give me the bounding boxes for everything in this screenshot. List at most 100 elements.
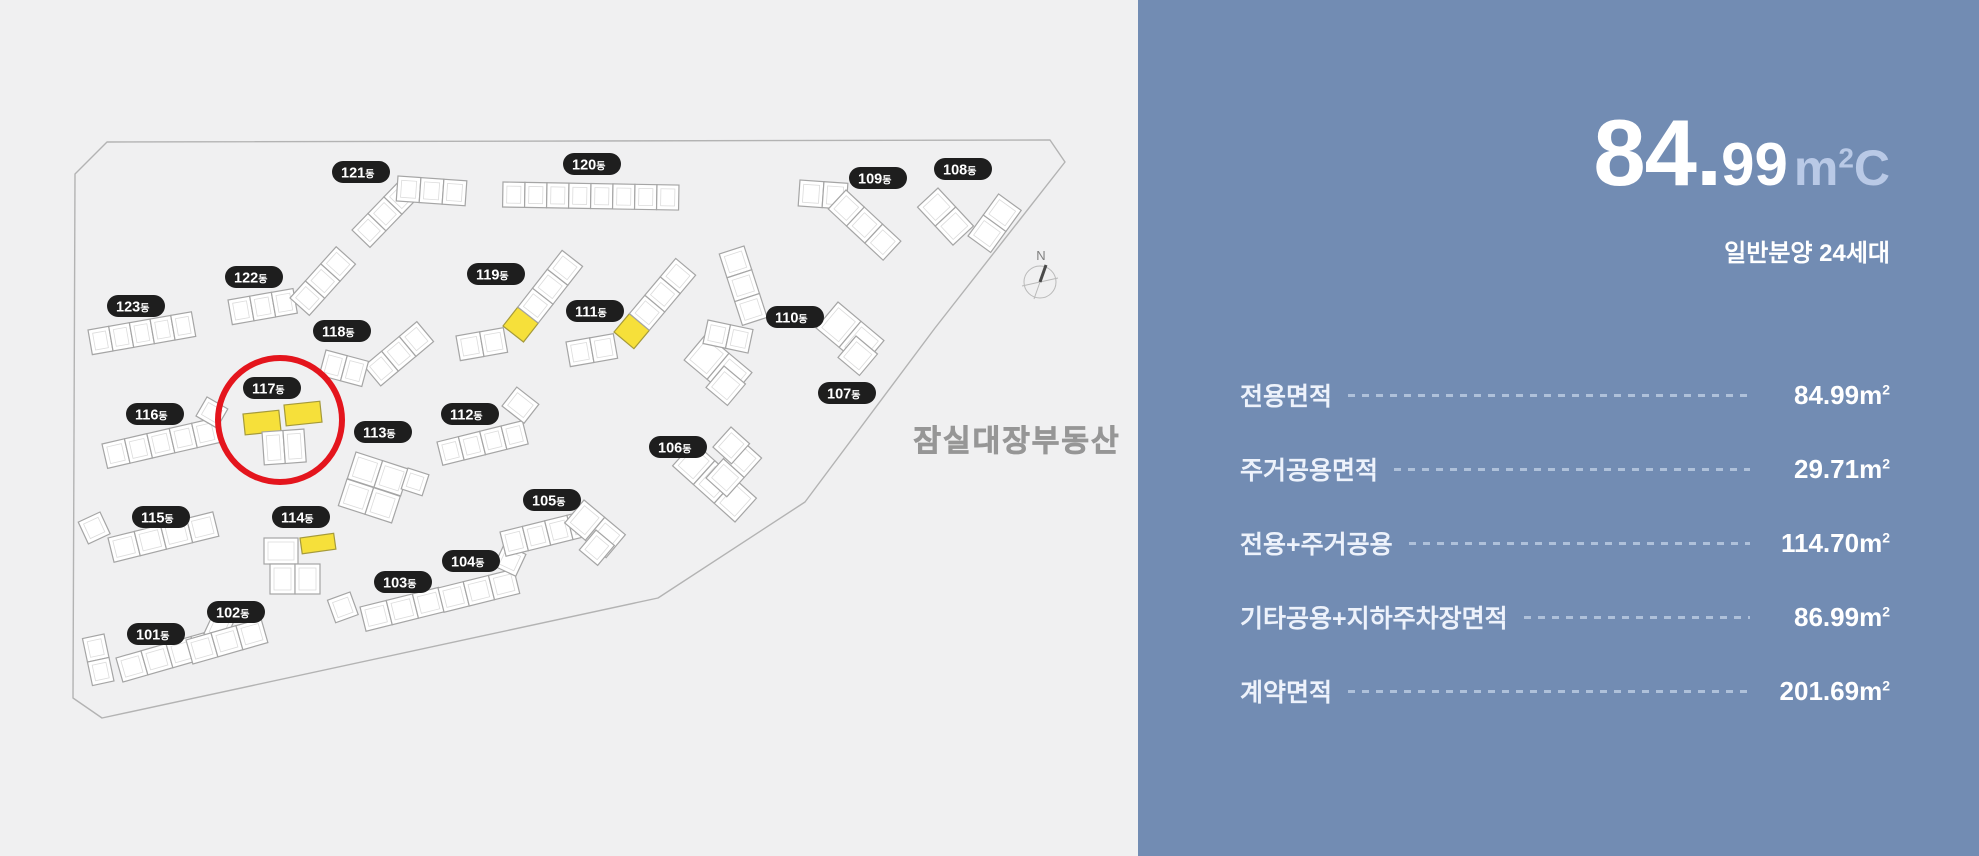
building-119[interactable]: 119동: [455, 249, 584, 362]
building-108[interactable]: 108동: [916, 158, 1023, 254]
building-122[interactable]: 122동: [225, 245, 357, 326]
building-109[interactable]: 109동: [797, 167, 907, 262]
dotted-leader: [1523, 615, 1750, 619]
area-row-label: 전용면적: [1240, 383, 1333, 411]
building-label-116[interactable]: 116동: [126, 403, 184, 425]
building-label-111[interactable]: 111동: [566, 300, 624, 322]
svg-text:107동: 107동: [827, 387, 860, 403]
building-106[interactable]: 106동: [649, 426, 763, 523]
svg-text:121동: 121동: [341, 166, 374, 182]
svg-text:110동: 110동: [775, 311, 808, 327]
svg-text:109동: 109동: [858, 172, 891, 188]
area-row-label: 기타공용+지하주차장면적: [1240, 605, 1508, 633]
building-label-106[interactable]: 106동: [649, 436, 707, 458]
svg-text:101동: 101동: [136, 628, 169, 644]
area-row-3: 기타공용+지하주차장면적 86.99m2: [1240, 601, 1890, 634]
site-boundary: [72, 139, 1066, 719]
dotted-leader: [1348, 689, 1750, 693]
building-label-123[interactable]: 123동: [107, 295, 165, 317]
site-map: 101동 102동 103동 104동 105동 106동 107동 108동 109동 110동…: [0, 0, 1138, 856]
svg-text:104동: 104동: [451, 555, 484, 571]
building-label-104[interactable]: 104동: [442, 550, 500, 572]
compass: N: [1021, 248, 1059, 300]
building-label-121[interactable]: 121동: [332, 161, 390, 183]
svg-text:122동: 122동: [234, 271, 267, 287]
svg-text:108동: 108동: [943, 163, 976, 179]
building-label-105[interactable]: 105동: [523, 489, 581, 511]
selected-building-circle: [215, 355, 345, 485]
svg-text:116동: 116동: [135, 408, 168, 424]
building-label-112[interactable]: 112동: [441, 403, 499, 425]
building-116[interactable]: 116동: [101, 396, 229, 470]
svg-text:112동: 112동: [450, 408, 483, 424]
building-112[interactable]: 112동: [436, 386, 540, 467]
area-row-0: 전용면적 84.99m2: [1240, 379, 1890, 412]
area-unit: m2C: [1793, 140, 1890, 196]
area-type-letter: C: [1853, 140, 1890, 196]
building-103[interactable]: 103동: [326, 571, 446, 632]
building-label-117[interactable]: 117동: [243, 377, 301, 399]
area-row-value: 29.71m2: [1794, 453, 1890, 484]
svg-text:123동: 123동: [116, 300, 149, 316]
svg-text:103동: 103동: [383, 576, 416, 592]
area-row-value: 201.69m2: [1779, 675, 1890, 706]
building-label-119[interactable]: 119동: [467, 263, 525, 285]
building-120[interactable]: 120동: [501, 153, 680, 211]
svg-text:105동: 105동: [532, 494, 565, 510]
svg-text:115동: 115동: [141, 511, 174, 527]
building-123[interactable]: 123동: [87, 295, 197, 356]
area-row-4: 계약면적 201.69m2: [1240, 675, 1890, 708]
svg-text:114동: 114동: [281, 511, 314, 527]
building-label-115[interactable]: 115동: [132, 506, 190, 528]
building-label-101[interactable]: 101동: [127, 623, 185, 645]
building-107[interactable]: 107동: [683, 301, 885, 407]
building-111[interactable]: 111동: [565, 257, 697, 368]
building-118[interactable]: 118동: [313, 320, 435, 388]
building-label-108[interactable]: 108동: [934, 158, 992, 180]
area-row-value: 84.99m2: [1794, 379, 1890, 410]
building-102[interactable]: 102동: [185, 601, 269, 665]
dotted-leader: [1408, 541, 1750, 545]
dotted-leader: [1394, 467, 1750, 471]
dotted-leader: [1348, 393, 1750, 397]
compass-n-label: N: [1036, 248, 1045, 263]
area-row-value: 86.99m2: [1794, 601, 1890, 632]
area-row-label: 전용+주거공용: [1240, 531, 1393, 559]
building-label-122[interactable]: 122동: [225, 266, 283, 288]
building-105[interactable]: 105동: [499, 489, 627, 567]
building-label-118[interactable]: 118동: [313, 320, 371, 342]
svg-text:119동: 119동: [476, 268, 509, 284]
svg-text:111동: 111동: [575, 305, 607, 321]
site-plan-svg: 101동 102동 103동 104동 105동 106동 107동 108동 109동 110동…: [72, 139, 1120, 719]
building-115[interactable]: 115동: [77, 506, 220, 563]
area-row-1: 주거공용면적 29.71m2: [1240, 453, 1890, 486]
area-row-label: 주거공용면적: [1240, 457, 1379, 485]
building-110[interactable]: 110동: [702, 245, 824, 354]
building-label-113[interactable]: 113동: [354, 421, 412, 443]
area-int: 84.: [1593, 100, 1722, 205]
area-dec: 99: [1721, 131, 1788, 198]
building-104[interactable]: 104동: [437, 543, 527, 613]
building-114[interactable]: 114동: [263, 506, 337, 595]
building-label-103[interactable]: 103동: [374, 571, 432, 593]
svg-text:102동: 102동: [216, 606, 249, 622]
area-row-label: 계약면적: [1240, 679, 1333, 707]
svg-text:113동: 113동: [363, 426, 396, 442]
building-label-114[interactable]: 114동: [272, 506, 330, 528]
building-113[interactable]: 113동: [337, 421, 430, 524]
watermark: 잠실대장부동산: [913, 425, 1120, 458]
building-121[interactable]: 121동: [332, 161, 468, 249]
building-label-109[interactable]: 109동: [849, 167, 907, 189]
building-117[interactable]: 117동: [242, 377, 323, 466]
building-label-107[interactable]: 107동: [818, 382, 876, 404]
sale-households: 일반분양 24세대: [1724, 240, 1890, 267]
svg-text:117동: 117동: [252, 382, 285, 398]
building-label-102[interactable]: 102동: [207, 601, 265, 623]
building-label-120[interactable]: 120동: [563, 153, 621, 175]
building-label-110[interactable]: 110동: [766, 306, 824, 328]
svg-text:106동: 106동: [658, 441, 691, 457]
